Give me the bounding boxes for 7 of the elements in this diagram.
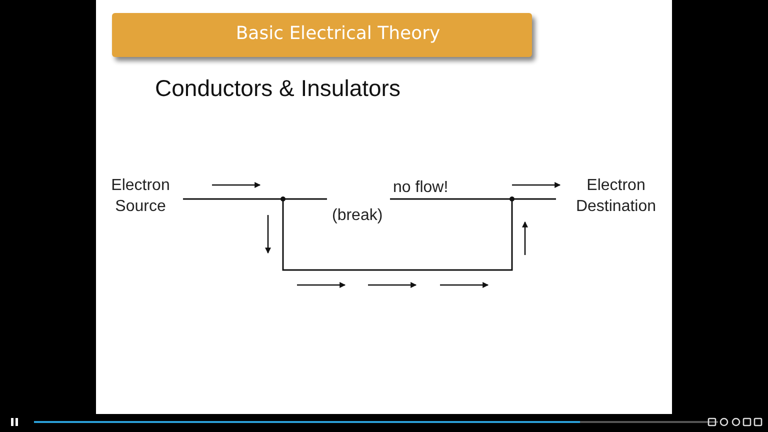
node-label: Electron Source <box>98 175 183 217</box>
node-label: Electron Destination <box>556 175 676 217</box>
section-heading: Conductors & Insulators <box>155 74 400 103</box>
wire <box>183 198 556 271</box>
banner-title: Basic Electrical Theory <box>234 22 442 46</box>
annotation-text: (break) <box>332 206 383 226</box>
annotation-text: no flow! <box>393 178 448 198</box>
